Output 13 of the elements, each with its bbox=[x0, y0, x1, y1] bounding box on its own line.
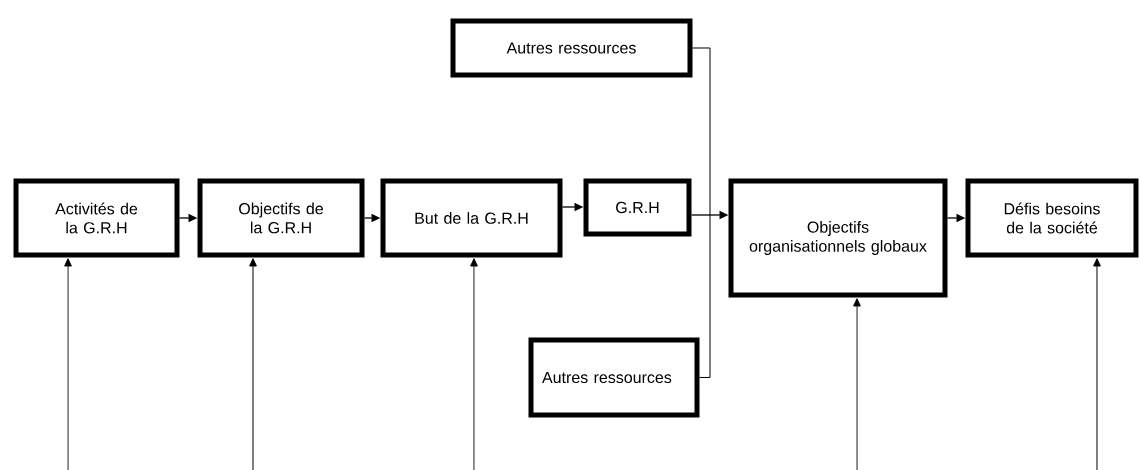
arrow bbox=[249, 258, 257, 470]
process-box: But de la G.R.H bbox=[380, 178, 563, 258]
process-box: Défis besoins de la société bbox=[965, 178, 1139, 258]
process-box: Objectifs organisationnels globaux bbox=[728, 178, 948, 298]
process-box: Autres ressources bbox=[528, 337, 700, 418]
process-box: Autres ressources bbox=[450, 18, 693, 78]
arrow bbox=[470, 258, 478, 470]
arrow bbox=[64, 258, 72, 470]
arrow bbox=[1093, 258, 1101, 470]
process-box: Activités de la G.R.H bbox=[13, 178, 180, 258]
process-box: G.R.H bbox=[583, 178, 692, 237]
arrow bbox=[853, 298, 861, 470]
process-box: Objectifs de la G.R.H bbox=[197, 178, 365, 258]
